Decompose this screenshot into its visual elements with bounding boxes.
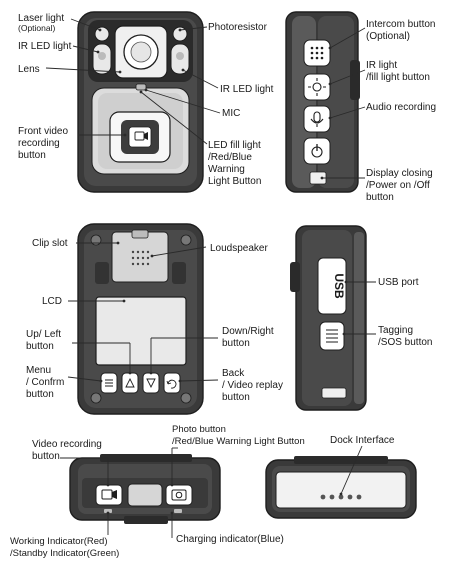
ir-led-left-icon xyxy=(92,26,112,75)
label-working-indicator-2: /Standby Indicator(Green) xyxy=(10,548,119,559)
power-button[interactable] xyxy=(303,137,331,165)
label-lens: Lens xyxy=(18,64,40,75)
label-back-2: / Video replay xyxy=(222,380,283,391)
top-video-record-button[interactable] xyxy=(95,484,123,506)
up-left-button[interactable] xyxy=(121,372,139,394)
label-intercom-1: Intercom button xyxy=(366,19,435,30)
top-view xyxy=(60,447,221,538)
label-mic: MIC xyxy=(222,108,240,119)
lcd-screen xyxy=(95,296,187,366)
lens-icon xyxy=(114,25,168,79)
label-laser-light: Laser light xyxy=(18,13,64,24)
label-led-fill-4: Light Button xyxy=(208,176,261,187)
label-up-left-2: button xyxy=(26,341,54,352)
front-video-record-button[interactable] xyxy=(109,111,171,163)
charging-indicator-led xyxy=(174,509,182,513)
front-view xyxy=(45,11,221,193)
label-photo-button-1: Photo button xyxy=(172,424,226,435)
label-photoresistor: Photoresistor xyxy=(208,22,268,33)
usb-port[interactable]: USB xyxy=(317,257,347,315)
label-ir-fill-2: /fill light button xyxy=(366,72,430,83)
bottom-view xyxy=(265,445,417,519)
back-view xyxy=(67,223,219,415)
label-tagging-1: Tagging xyxy=(378,325,413,336)
label-working-indicator-1: Working Indicator(Red) xyxy=(10,536,108,547)
working-indicator-led xyxy=(104,509,112,513)
label-back-1: Back xyxy=(222,368,245,379)
label-menu-2: / Confrm xyxy=(26,377,64,388)
label-menu-3: button xyxy=(26,389,54,400)
audio-recording-button[interactable] xyxy=(303,105,331,133)
menu-confirm-button[interactable] xyxy=(100,372,118,394)
tagging-sos-button[interactable] xyxy=(319,321,345,351)
back-side-tab-right xyxy=(172,262,186,284)
top-photo-button[interactable] xyxy=(165,484,193,506)
ir-led-right-icon xyxy=(170,26,190,75)
intercom-button[interactable] xyxy=(303,39,331,67)
label-front-video-3: button xyxy=(18,150,46,161)
side-view-left: USB xyxy=(290,225,376,411)
label-led-fill-1: LED fill light xyxy=(208,140,261,151)
usb-port-text: USB xyxy=(332,273,346,299)
back-video-replay-button[interactable] xyxy=(163,372,181,394)
clip-slot xyxy=(111,229,169,283)
back-side-tab-left xyxy=(95,262,109,284)
label-back-3: button xyxy=(222,392,250,403)
label-display-2: /Power on /Off xyxy=(366,180,430,191)
label-tagging-2: /SOS button xyxy=(378,337,432,348)
label-intercom-2: (Optional) xyxy=(366,31,410,42)
label-front-video-1: Front video xyxy=(18,126,68,137)
label-audio-recording: Audio recording xyxy=(366,102,436,113)
label-usb-port: USB port xyxy=(378,277,419,288)
label-laser-optional: (Optional) xyxy=(18,23,55,33)
label-display-1: Display closing xyxy=(366,168,433,179)
label-down-right-1: Down/Right xyxy=(222,326,274,337)
label-down-right-2: button xyxy=(222,338,250,349)
label-display-3: button xyxy=(366,192,394,203)
label-clip-slot: Clip slot xyxy=(32,238,68,249)
label-charging-indicator: Charging indicator(Blue) xyxy=(176,534,284,545)
label-front-video-2: recording xyxy=(18,138,60,149)
label-menu-1: Menu xyxy=(26,365,51,376)
side-view-right xyxy=(285,11,366,193)
ir-fill-light-button[interactable] xyxy=(303,73,331,101)
label-photo-button-2: /Red/Blue Warning Light Button xyxy=(172,436,305,447)
label-loudspeaker: Loudspeaker xyxy=(210,243,268,254)
label-ir-led-right: IR LED light xyxy=(220,84,274,95)
label-lcd: LCD xyxy=(42,296,62,307)
mic-icon xyxy=(135,83,147,91)
down-right-button[interactable] xyxy=(142,372,160,394)
label-video-recording-1: Video recording xyxy=(32,439,102,450)
label-video-recording-2: button xyxy=(32,451,60,462)
label-led-fill-2: /Red/Blue xyxy=(208,152,252,163)
label-ir-led-left: IR LED light xyxy=(18,41,72,52)
dock-interface[interactable] xyxy=(320,494,362,500)
label-up-left-1: Up/ Left xyxy=(26,329,61,340)
label-dock-interface: Dock Interface xyxy=(330,435,395,446)
label-led-fill-3: Warning xyxy=(208,164,245,175)
label-ir-fill-1: IR light xyxy=(366,60,397,71)
